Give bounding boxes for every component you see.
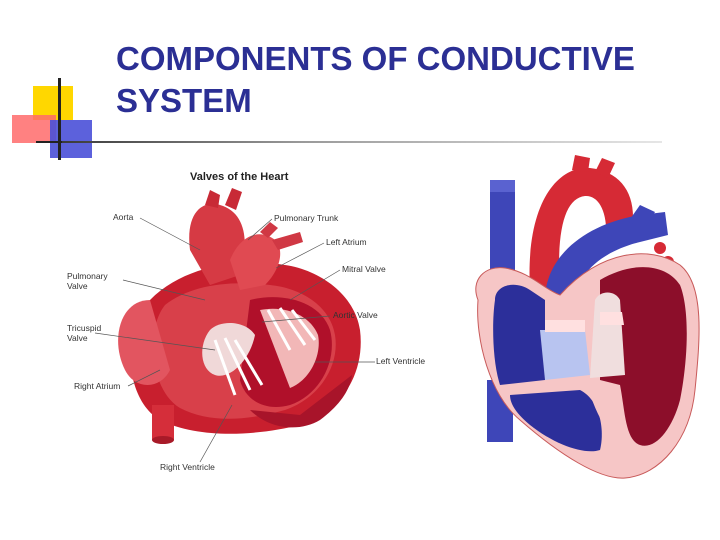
title-line-1: COMPONENTS OF CONDUCTIVE xyxy=(116,40,635,77)
heart-figure: Valves of the Heart xyxy=(67,155,700,479)
label-pulmonary-valve-2: Valve xyxy=(67,281,88,291)
label-tricuspid-valve-2: Valve xyxy=(67,333,88,343)
label-mitral-valve: Mitral Valve xyxy=(342,264,386,274)
label-left-ventricle: Left Ventricle xyxy=(376,356,425,366)
corner-decoration xyxy=(12,78,96,160)
valves-heart-illustration: Valves of the Heart xyxy=(67,171,425,472)
label-tricuspid-valve-1: Tricuspid xyxy=(67,323,101,333)
label-right-ventricle: Right Ventricle xyxy=(160,462,215,472)
label-pulmonary-valve-1: Pulmonary xyxy=(67,271,108,281)
label-left-atrium: Left Atrium xyxy=(326,237,367,247)
label-right-atrium: Right Atrium xyxy=(74,381,120,391)
schematic-heart-diagram xyxy=(475,155,700,479)
label-aorta: Aorta xyxy=(113,212,134,222)
label-aortic-valve: Aortic Valve xyxy=(333,310,378,320)
label-pulmonary-trunk: Pulmonary Trunk xyxy=(274,213,339,223)
title-divider xyxy=(62,141,662,143)
figure-title: Valves of the Heart xyxy=(190,171,289,183)
title-line-2: SYSTEM xyxy=(116,82,252,119)
slide-title: COMPONENTS OF CONDUCTIVE SYSTEM xyxy=(116,38,706,122)
